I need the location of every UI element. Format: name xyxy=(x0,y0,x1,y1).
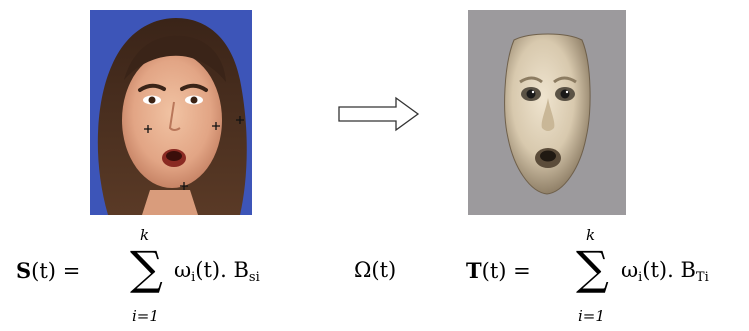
target-basis-sub: Ti xyxy=(695,270,709,285)
target-formula-lhs-arg: (t) xyxy=(481,259,507,283)
source-formula-equals: = xyxy=(62,259,81,283)
source-face-illustration xyxy=(90,10,252,215)
target-weight-sub: i xyxy=(638,270,643,285)
target-sum-sigma: ∑ xyxy=(576,241,609,295)
target-sum-lower-limit: i=1 xyxy=(578,307,605,325)
source-formula: S(t) = xyxy=(16,258,80,283)
target-mask-illustration xyxy=(468,10,626,215)
target-formula-lhs-symbol: T xyxy=(466,258,482,283)
target-formula-term: ωi(t). BTi xyxy=(621,258,709,285)
target-sum-upper-limit: k xyxy=(586,226,596,244)
target-basis: B xyxy=(680,258,696,282)
source-weight-arg: (t). xyxy=(195,258,227,282)
source-basis: B xyxy=(233,258,249,282)
source-weight: ω xyxy=(174,258,192,282)
source-sum-upper-limit: k xyxy=(140,226,150,244)
source-weight-sub: i xyxy=(191,270,196,285)
hollow-right-arrow-icon xyxy=(338,96,420,132)
target-face-render xyxy=(468,10,626,215)
target-weight: ω xyxy=(621,258,639,282)
source-basis-sub: si xyxy=(248,270,260,285)
target-summation: k ∑ i=1 xyxy=(574,226,614,330)
source-face-photo xyxy=(90,10,252,215)
plus-marker-icon xyxy=(144,116,244,190)
source-sum-lower-limit: i=1 xyxy=(132,307,159,325)
source-formula-lhs-arg: (t) xyxy=(31,259,56,283)
source-formula-term: ωi(t). Bsi xyxy=(174,258,260,285)
target-weight-arg: (t). xyxy=(642,258,674,282)
source-sum-sigma: ∑ xyxy=(130,241,163,295)
source-summation: k ∑ i=1 xyxy=(128,226,168,330)
target-formula: T(t) = xyxy=(466,258,531,283)
mapping-label: Ω(t) xyxy=(354,258,397,282)
target-formula-equals: = xyxy=(513,259,531,283)
source-formula-lhs-symbol: S xyxy=(16,258,32,283)
